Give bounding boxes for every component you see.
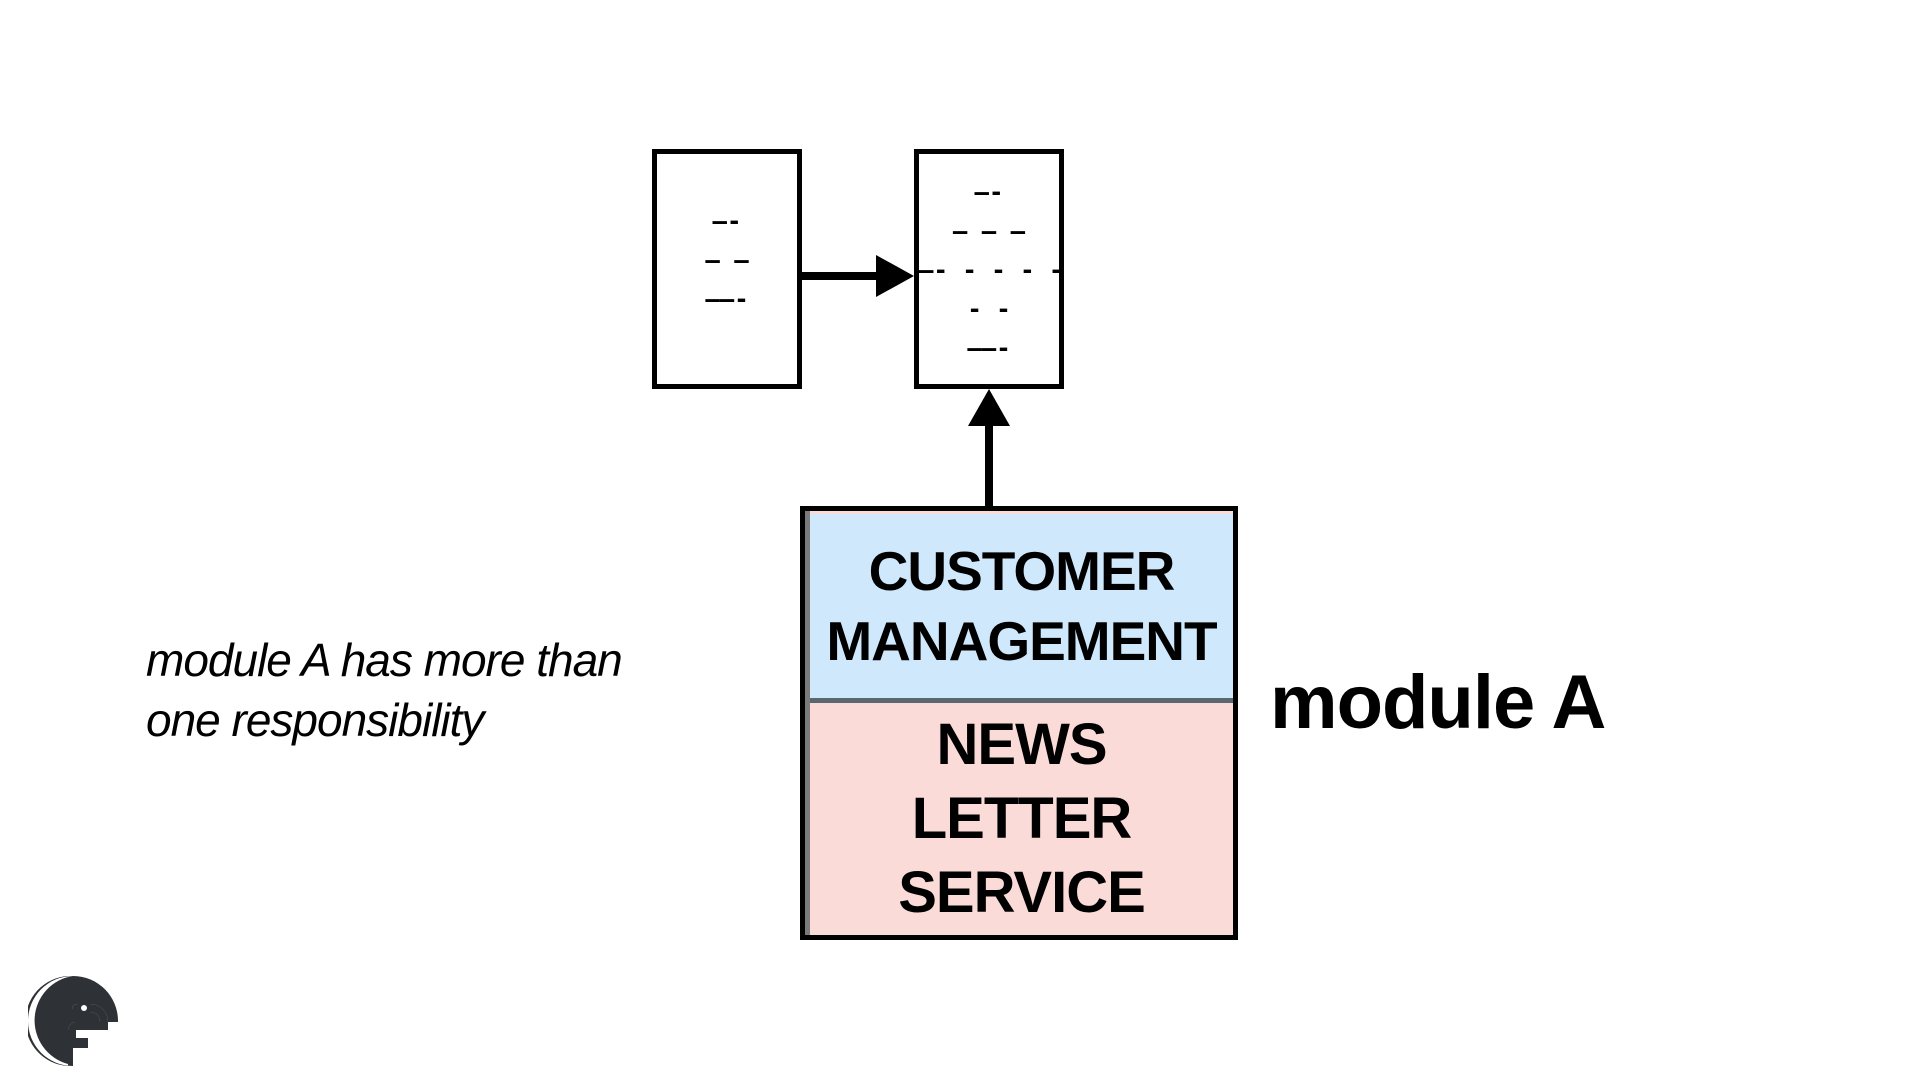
dependency-box-left: —- — — ——- [652, 149, 802, 389]
dependency-box-right: —- — — — —- - - - - - - ——- [914, 149, 1064, 389]
bird-logo-icon [28, 976, 118, 1066]
arrow-module-to-right [968, 389, 1010, 506]
newsletter-service-label: NEWS LETTER SERVICE [898, 712, 1146, 925]
module-a-label: module A [1270, 660, 1606, 745]
module-a-box: CUSTOMER MANAGEMENT NEWS LETTER SERVICE [800, 506, 1238, 940]
caption-text: module A has more than one responsibilit… [146, 634, 623, 746]
box-left-lines: —- — — ——- [705, 207, 749, 313]
customer-management-label: CUSTOMER MANAGEMENT [826, 540, 1217, 672]
module-a-edge [805, 511, 810, 935]
newsletter-service-section: NEWS LETTER SERVICE [810, 703, 1233, 935]
arrow-left-to-right [802, 255, 914, 297]
customer-management-section: CUSTOMER MANAGEMENT [810, 514, 1233, 703]
box-right-lines: —- — — — —- - - - - - - ——- [919, 178, 1064, 362]
